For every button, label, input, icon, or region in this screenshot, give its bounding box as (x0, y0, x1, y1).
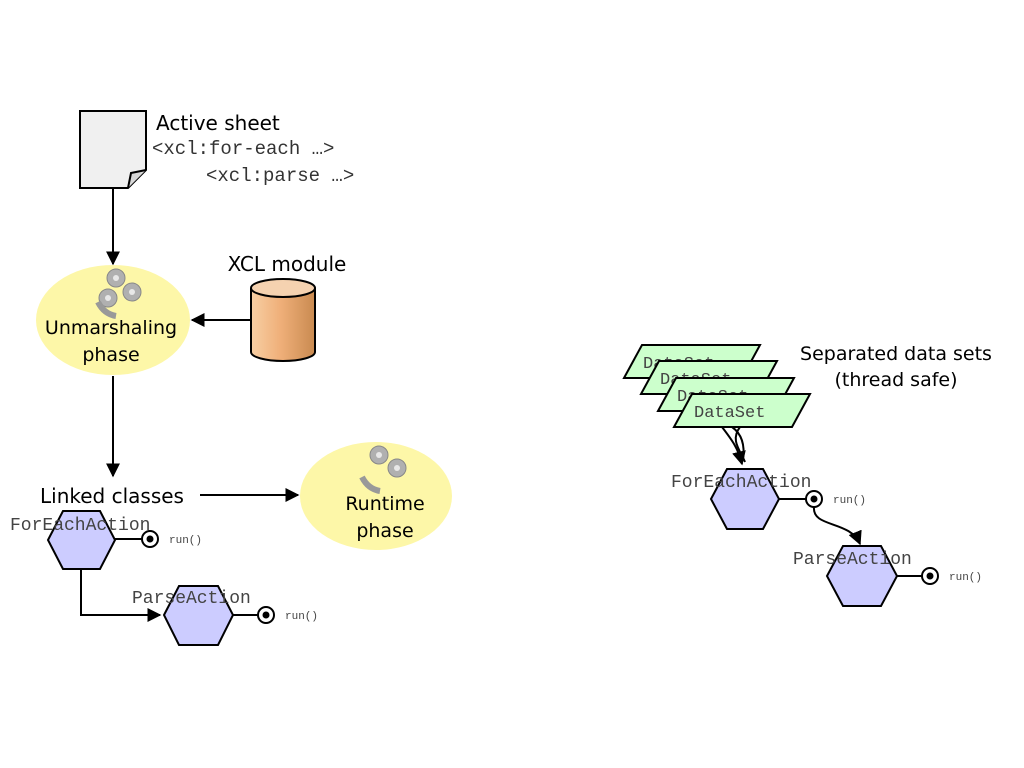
xcl-module-database-icon (250, 278, 316, 362)
right-foreach-method: run() (833, 495, 866, 507)
active-sheet-document-icon (79, 110, 147, 189)
datasets-caption-line-2: (thread safe) (834, 369, 957, 391)
unmarshaling-phase-node: Unmarshaling phase (36, 265, 190, 375)
unmarshaling-phase-line-1: Unmarshaling (45, 317, 177, 339)
xcl-module-label: XCL module (228, 252, 347, 276)
gears-icon (95, 268, 142, 319)
left-foreach-name: ForEachAction (10, 516, 150, 536)
right-parse-name: ParseAction (793, 550, 912, 570)
active-sheet-code-line-1: <xcl:for-each …> (152, 138, 334, 160)
active-sheet-code-line-2: <xcl:parse …> (206, 165, 354, 187)
runtime-phase-node: Runtime phase (300, 442, 452, 550)
right-foreach-name: ForEachAction (671, 473, 811, 493)
datasets-to-foreach-arrows (721, 426, 746, 466)
left-foreach-method: run() (169, 535, 202, 547)
left-parse-method: run() (285, 611, 318, 623)
gears-icon (359, 445, 407, 494)
left-foreach-class: ForEachAction run() (10, 510, 202, 570)
right-foreach-class: ForEachAction run() (671, 468, 866, 530)
active-sheet-label: Active sheet (156, 111, 280, 135)
runtime-phase-line-2: phase (356, 520, 413, 542)
foreach-to-parse-connector (80, 569, 162, 622)
dataset-stack: DataSet DataSet DataSet DataSet (622, 344, 812, 428)
datasets-caption-line-1: Separated data sets (800, 343, 992, 365)
unmarshaling-phase-line-2: phase (82, 344, 139, 366)
linked-classes-label: Linked classes (40, 484, 184, 508)
left-parse-name: ParseAction (132, 589, 251, 609)
foreach-run-to-parse-arrow (812, 506, 862, 546)
right-parse-method: run() (949, 572, 982, 584)
right-parse-class: ParseAction run() (793, 545, 982, 607)
left-parse-class: ParseAction run() (132, 585, 318, 646)
runtime-phase-line-1: Runtime (345, 493, 424, 515)
dataset-card: DataSet (672, 393, 812, 428)
svg-text:DataSet: DataSet (694, 404, 765, 423)
